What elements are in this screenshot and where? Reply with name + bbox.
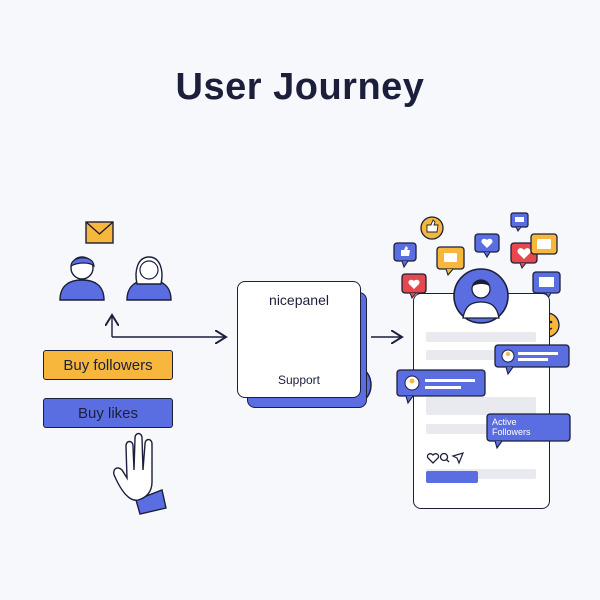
profile-phone-mockup xyxy=(413,293,550,509)
content-row xyxy=(426,469,536,479)
panel-brand-label: nicepanel xyxy=(269,292,329,308)
content-row xyxy=(426,424,536,434)
image-bubble-icon xyxy=(530,233,558,255)
female-user-icon xyxy=(126,256,172,301)
like-bubble-icon xyxy=(393,242,417,269)
like-icon xyxy=(420,216,444,240)
content-row xyxy=(426,332,536,342)
buy-followers-button[interactable]: Buy followers xyxy=(43,350,173,380)
comment-bubble-icon xyxy=(510,212,529,232)
active-followers-label: Active Followers xyxy=(492,417,531,437)
page-title: User Journey xyxy=(175,66,425,108)
connector-users-to-panel xyxy=(112,315,226,337)
progress-bar xyxy=(426,471,478,483)
envelope-icon xyxy=(85,221,114,244)
image-bubble-blue-icon xyxy=(532,271,561,300)
panel-support-label: Support xyxy=(277,373,321,387)
heart-bubble-icon xyxy=(474,233,500,259)
male-user-icon xyxy=(59,256,105,301)
message-bubble-icon xyxy=(436,246,465,277)
pointing-hand-icon xyxy=(113,432,167,515)
buy-likes-button[interactable]: Buy likes xyxy=(43,398,173,428)
content-row xyxy=(426,350,536,360)
content-row xyxy=(426,397,536,415)
support-panel-card xyxy=(237,281,361,398)
